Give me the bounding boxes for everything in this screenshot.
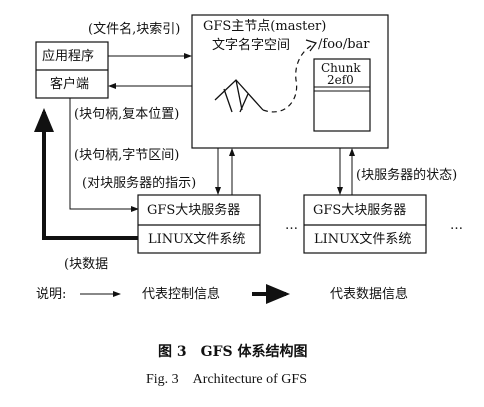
chunkserver-2-fs: LINUX文件系统 (314, 232, 412, 247)
client-app-label: 应用程序 (42, 49, 95, 64)
namespace-label: 文字名字空间 (212, 38, 291, 53)
chunk-label: Chunk (321, 61, 361, 75)
namespace-to-chunk-dashed-icon (262, 43, 315, 113)
arrow-handle-range (69, 98, 139, 212)
chunkserver-1-name: GFS大块服务器 (147, 203, 241, 218)
legend-explain: 说明: (36, 287, 67, 302)
chunkserver-2-box (303, 194, 427, 254)
label-filename-index: (文件名,块索引) (88, 22, 181, 37)
label-state: (块服务器的状态) (356, 168, 458, 183)
label-instructions: (对块服务器的指示) (82, 176, 197, 191)
chunkserver-1-box (137, 194, 261, 254)
ellipsis-left: … (285, 218, 298, 233)
caption-en: Fig. 3 Architecture of GFS (146, 372, 307, 387)
namespace-tree-icon (214, 79, 264, 113)
legend-data-label: 代表数据信息 (330, 287, 409, 302)
label-handle-range: (块句柄,字节区间) (74, 148, 180, 163)
label-handle-replica: (块句柄,复本位置) (74, 107, 180, 122)
ellipsis-right: … (450, 218, 463, 233)
client-label: 客户端 (50, 77, 90, 92)
chunk-id: 2ef0 (327, 73, 354, 87)
dashed-arrowhead-icon (305, 39, 317, 52)
label-chunk-data: (块数据 (64, 257, 109, 272)
chunk-box (313, 58, 371, 132)
path-label: /foo/bar (318, 37, 370, 52)
legend-control-label: 代表控制信息 (142, 287, 221, 302)
caption-cn: 图 3 GFS 体系结构图 (158, 344, 308, 360)
chunkserver-1-fs: LINUX文件系统 (148, 232, 246, 247)
arrow-chunk-data (34, 108, 138, 240)
chunkserver-2-name: GFS大块服务器 (313, 203, 407, 218)
master-title: GFS主节点(master) (203, 19, 327, 34)
